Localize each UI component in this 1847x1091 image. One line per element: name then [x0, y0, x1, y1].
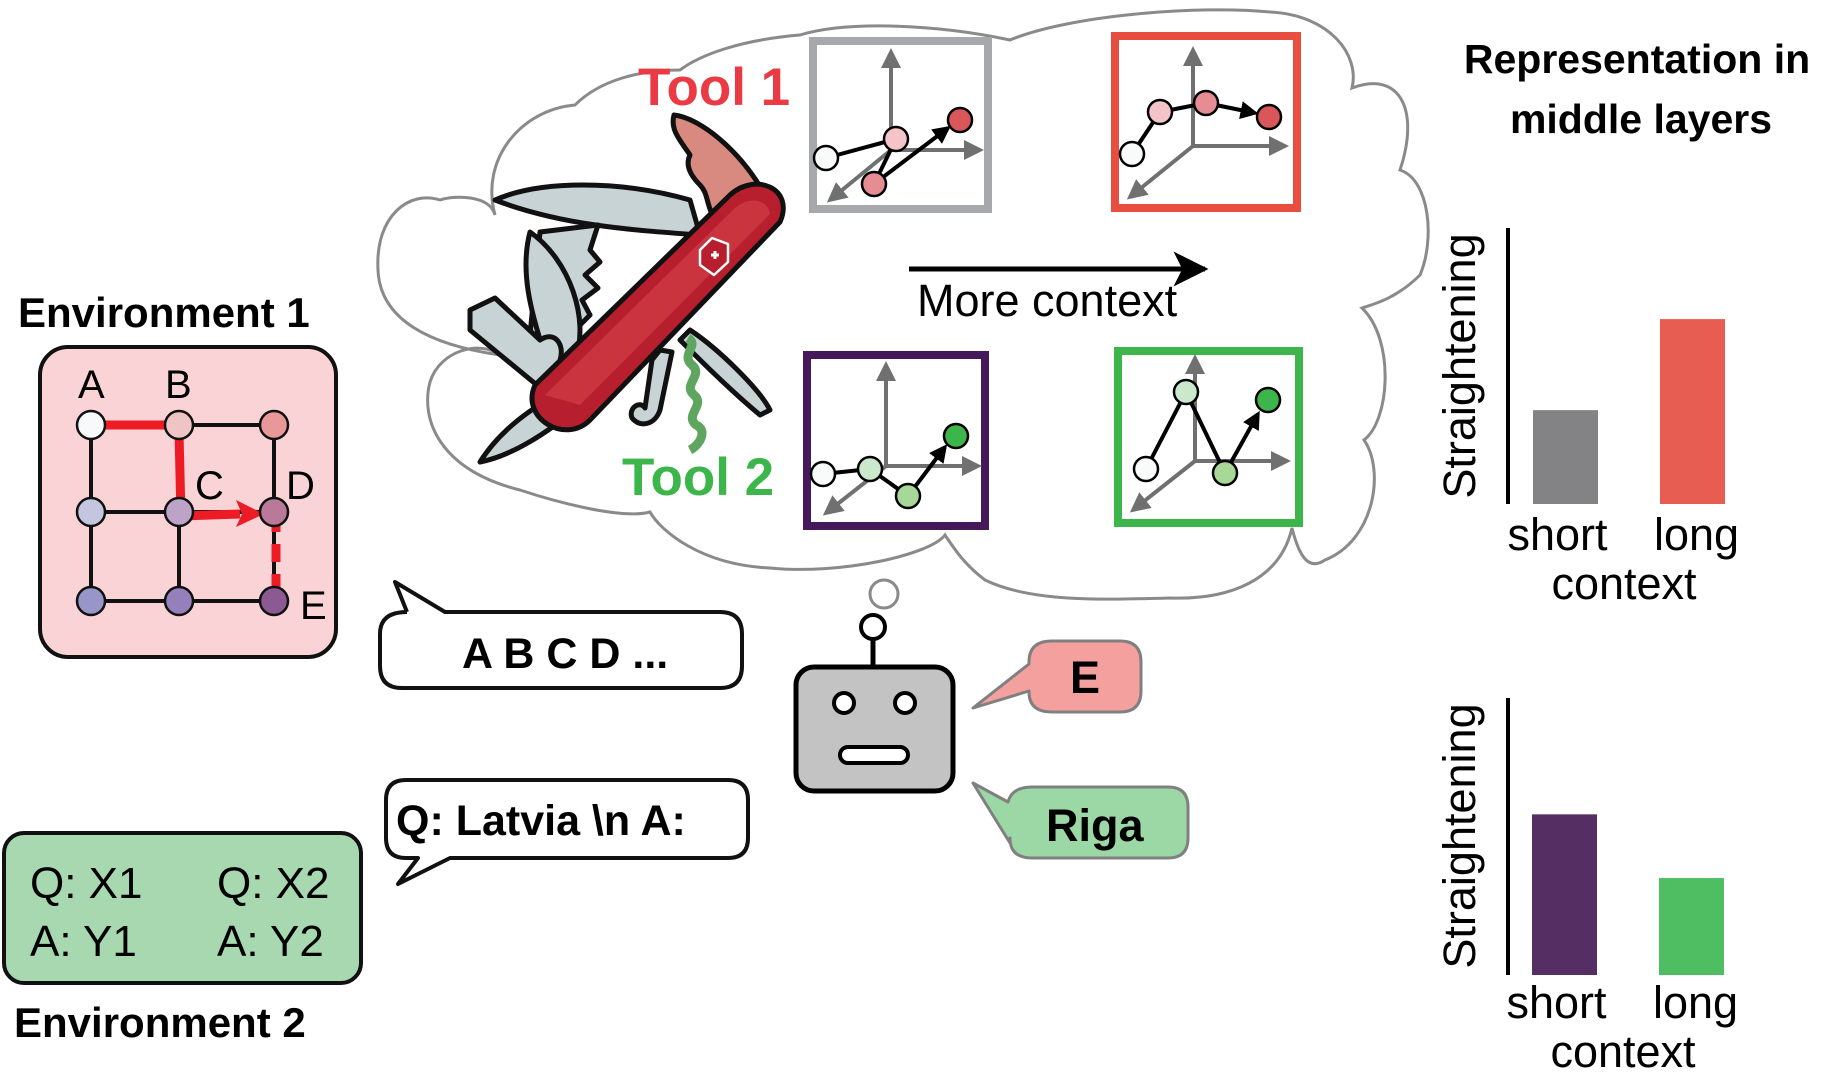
grid-node [163, 496, 195, 528]
node-label-c: C [195, 464, 224, 508]
response-riga-text: Riga [1046, 800, 1144, 851]
trajectory-point [812, 144, 840, 172]
response-e-text: E [1070, 652, 1100, 703]
bar-short [1532, 814, 1597, 975]
trajectory-point [942, 422, 970, 450]
grid-node [75, 585, 107, 617]
response-bubble-e: E [971, 639, 1143, 714]
environment-1-grid: A B C D E [38, 345, 338, 659]
trajectory-point [946, 106, 974, 134]
robot-eye [893, 691, 917, 715]
trajectory-point [1211, 459, 1239, 487]
node-label-e: E [300, 584, 327, 628]
trajectory-point [860, 170, 888, 198]
env2-a2: A: Y2 [217, 917, 324, 966]
x-axis-label: context [1550, 1026, 1696, 1077]
node-label-d: D [286, 464, 315, 508]
more-context-label: More context [917, 275, 1178, 326]
trajectory-point [1146, 98, 1174, 126]
grid-node [163, 585, 195, 617]
trajectory-point [1132, 455, 1160, 483]
trajectory-point [1254, 386, 1282, 414]
env2-q1: Q: X1 [30, 859, 143, 908]
thought-bubble-dot [868, 578, 900, 610]
sequence-prompt-text: A B C D ... [462, 630, 668, 678]
env2-q2: Q: X2 [217, 859, 330, 908]
x-axis-label: context [1551, 558, 1697, 609]
tool-2-label: Tool 2 [622, 448, 774, 507]
swiss-army-knife-icon [467, 112, 786, 465]
thought-cloud [376, 8, 1430, 601]
x-tick-label: short [1506, 977, 1607, 1028]
grid-node [258, 409, 290, 441]
cloud-outline [376, 8, 1430, 601]
trajectory-point [1172, 378, 1200, 406]
environment-1-title: Environment 1 [18, 289, 310, 336]
qa-prompt-text: Q: Latvia \n A: [396, 797, 686, 845]
environment-2-box: Q: X1 A: Y1 Q: X2 A: Y2 [2, 831, 363, 985]
bar-long [1659, 878, 1724, 975]
grid-node [75, 409, 107, 441]
y-axis-label: Straightening [1434, 233, 1485, 498]
node-label-b: B [165, 363, 192, 407]
grid-node [163, 409, 195, 441]
bar-long [1660, 319, 1725, 504]
grid-node [258, 585, 290, 617]
response-bubble-riga: Riga [971, 781, 1190, 860]
trajectory-point [809, 460, 837, 488]
trajectory-point [882, 125, 910, 153]
tool-1-label: Tool 1 [638, 58, 790, 117]
node-label-a: A [78, 363, 105, 407]
trajectory-point [1255, 103, 1283, 131]
sequence-prompt-bubble: A B C D ... [378, 580, 744, 690]
bar-short [1533, 410, 1598, 504]
path-arrowhead [236, 500, 264, 527]
panel-tool2-long [1114, 347, 1303, 527]
x-tick-label: long [1653, 977, 1738, 1028]
trajectory-point [856, 455, 884, 483]
robot-mouth [838, 745, 910, 765]
trajectory-point [1118, 140, 1146, 168]
panel-tool1-short [809, 37, 992, 213]
grid-node [75, 496, 107, 528]
x-tick-label: long [1654, 509, 1739, 560]
env2-a1: A: Y1 [30, 917, 137, 966]
qa-prompt-bubble: Q: Latvia \n A: [384, 778, 750, 886]
axes-icon [1126, 46, 1289, 200]
x-tick-label: short [1507, 509, 1608, 560]
grid-node [258, 496, 290, 528]
trajectory-point [1192, 89, 1220, 117]
trajectory-point [894, 482, 922, 510]
panel-tool2-short [803, 351, 989, 530]
environment-2-title: Environment 2 [14, 999, 306, 1046]
robot-eye [832, 691, 856, 715]
panel-tool1-long [1111, 32, 1301, 212]
y-axis-label: Straightening [1434, 703, 1485, 968]
right-panel-title-line-2: middle layers [1510, 96, 1772, 142]
robot-icon [793, 578, 956, 794]
right-panel-title-line-1: Representation in [1464, 36, 1810, 82]
